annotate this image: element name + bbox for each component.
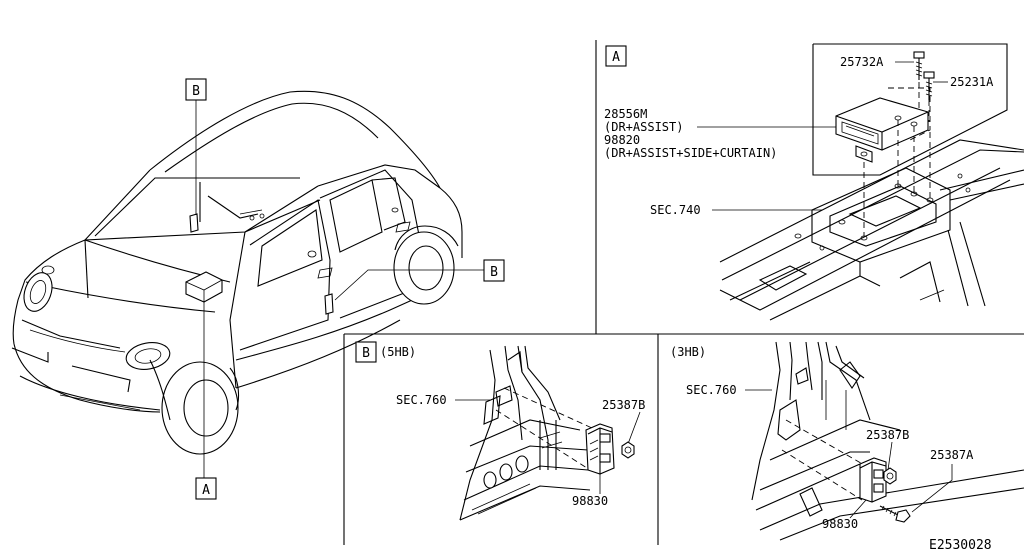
callout-b-right-label: B [490, 265, 498, 280]
panel-c-sensor-label: 98830 [822, 517, 858, 531]
pillar-5hb [459, 345, 591, 521]
nut-25387b-3hb-icon [883, 467, 897, 485]
callout-a-bottom: A [195, 477, 217, 500]
sensor-98830-5hb-icon [585, 423, 615, 475]
panel-b: B (5HB) SEC.760 25387B 98830 [355, 341, 645, 521]
callout-b-top: B [185, 78, 207, 101]
pillar-3hb [751, 341, 1024, 541]
panel-c-section-ref: SEC.760 [686, 383, 737, 397]
panel-a-module-line2: (DR+ASSIST) [604, 120, 683, 134]
panel-c-variant: (3HB) [670, 345, 706, 359]
panel-b-section-ref: SEC.760 [396, 393, 447, 407]
nut-25387b-5hb-icon [621, 441, 635, 459]
car-sensor-b1 [189, 213, 199, 233]
panel-a-bolt-2-label: 25231A [950, 75, 994, 89]
panel-a-module-line3: 98820 [604, 133, 640, 147]
car-illustration [11, 90, 463, 455]
sensor-98830-3hb-icon [859, 457, 887, 503]
panel-b-nut-label: 25387B [602, 398, 645, 412]
panel-a-module-line1: 28556M [604, 107, 647, 121]
panel-a-tag: A [612, 50, 620, 65]
callout-b-right: B [483, 259, 505, 282]
panel-frames [343, 40, 1024, 545]
callout-a-bottom-label: A [202, 483, 210, 498]
panel-c: (3HB) SEC.760 25387B 25387A 98830 [670, 341, 1024, 541]
car-module-a [185, 271, 223, 303]
panel-a: A 25732A 25231A 28556M (DR+ASSIST) 98820… [604, 43, 1024, 321]
bolt-25732a-icon [913, 51, 925, 80]
car-sensor-b2 [324, 293, 334, 315]
panel-a-section-ref: SEC.740 [650, 203, 701, 217]
diagram-id: E2530028 [929, 538, 992, 553]
panel-b-sensor-label: 98830 [572, 494, 608, 508]
panel-b-variant: (5HB) [380, 345, 416, 359]
panel-a-module-line4: (DR+ASSIST+SIDE+CURTAIN) [604, 146, 777, 160]
panel-b-tag: B [362, 346, 370, 361]
bolt-25387a-icon [879, 505, 911, 523]
bolt-25231a-icon [923, 71, 935, 100]
callout-b-top-label: B [192, 84, 200, 99]
panel-c-bolt-label: 25387A [930, 448, 974, 462]
airbag-module-icon [835, 97, 929, 163]
floor-bracket [719, 139, 1024, 321]
panel-c-nut-label: 25387B [866, 428, 909, 442]
panel-a-bolt-1-label: 25732A [840, 55, 884, 69]
